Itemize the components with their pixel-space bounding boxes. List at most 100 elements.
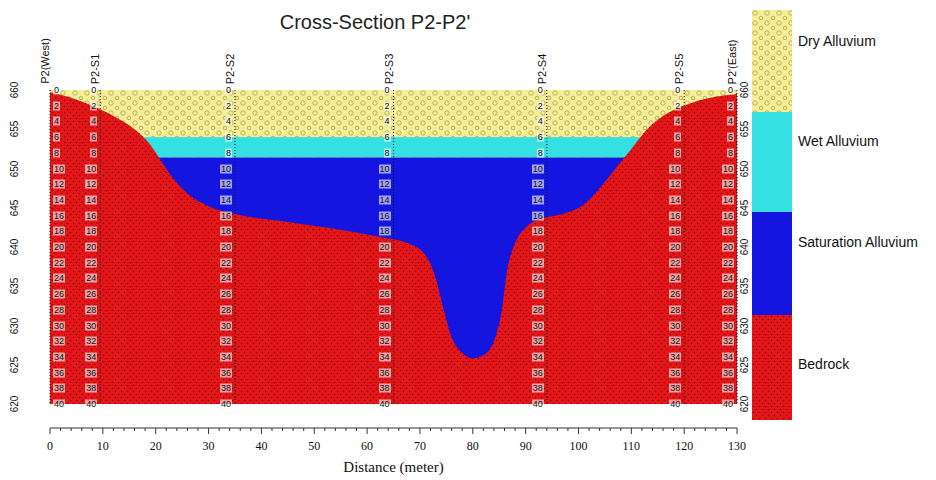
depth-number: 28 [220,305,232,314]
axis-tick [441,428,442,431]
axis-tick [409,428,410,431]
depth-number: 0 [384,86,391,95]
depth-number: 8 [53,148,60,157]
depth-number: 24 [379,274,391,283]
tick-label: 0 [47,440,53,453]
depth-number: 16 [220,211,232,220]
depth-number: 10 [669,164,681,173]
axis-tick [663,428,664,431]
depth-number: 8 [727,148,734,157]
axis-tick [50,428,51,434]
depth-number: 14 [220,195,232,204]
axis-tick [715,428,716,431]
depth-number: 32 [722,337,734,346]
depth-number: 32 [379,337,391,346]
depth-number: 26 [220,290,232,299]
axis-tick [324,428,325,431]
axis-tick [599,428,600,431]
geology-layers [50,90,737,404]
depth-number: 16 [379,211,391,220]
depth-number: 40 [379,400,391,409]
axis-tick [71,428,72,431]
depth-number: 38 [532,384,544,393]
depth-number: 4 [727,117,734,126]
tick-label: 70 [414,440,426,453]
axis-tick [652,428,653,431]
depth-number: 22 [669,258,681,267]
axis-tick [60,428,61,431]
depth-number: 12 [722,180,734,189]
sounding-label: P2-S1 [89,53,101,84]
depth-number: 16 [85,211,97,220]
axis-tick [102,428,103,434]
depth-number: 28 [722,305,734,314]
depth-number: 34 [722,352,734,361]
depth-number: 6 [727,133,734,142]
depth-number: 24 [85,274,97,283]
elevation-number: 655 [9,121,20,138]
depth-number: 10 [379,164,391,173]
axis-tick [641,428,642,431]
axis-tick [303,428,304,431]
depth-number: 40 [532,400,544,409]
depth-number: 12 [379,180,391,189]
axis-tick [261,428,262,434]
depth-number: 34 [379,352,391,361]
axis-tick [694,428,695,431]
depth-number: 0 [225,86,232,95]
axis-tick [367,428,368,434]
axis-tick [673,428,674,431]
depth-number: 16 [53,211,65,220]
depth-number: 2 [53,101,60,110]
depth-number: 36 [220,368,232,377]
depth-number: 4 [384,117,391,126]
depth-number: 26 [53,290,65,299]
dry-alluvium [50,90,737,404]
elevation-number: 650 [739,160,750,177]
depth-number: 30 [53,321,65,330]
axis-tick [589,428,590,431]
depth-number: 0 [53,86,60,95]
sounding-line [546,90,547,404]
axis-tick [282,428,283,431]
depth-number: 24 [220,274,232,283]
axis-tick [166,428,167,431]
swatch-texture-fill [752,315,792,420]
depth-number: 6 [537,133,544,142]
tick-label: 100 [570,440,588,453]
depth-number: 36 [53,368,65,377]
depth-number: 4 [537,117,544,126]
elevation-number: 645 [9,199,20,216]
depth-number: 22 [379,258,391,267]
axis-tick [567,428,568,431]
elevation-number: 625 [739,356,750,373]
legend-label: Bedrock [798,357,849,372]
depth-number: 40 [220,400,232,409]
sounding-line [50,90,51,404]
swatch-texture [752,10,792,112]
depth-number: 30 [669,321,681,330]
depth-number: 30 [532,321,544,330]
depth-number: 16 [722,211,734,220]
depth-number: 2 [384,101,391,110]
depth-number: 8 [90,148,97,157]
axis-line [50,428,737,429]
depth-number: 0 [674,86,681,95]
elevation-number: 660 [9,82,20,99]
depth-number: 14 [722,195,734,204]
depth-number: 24 [669,274,681,283]
depth-number: 20 [53,243,65,252]
axis-tick [483,428,484,431]
depth-number: 10 [85,164,97,173]
sounding-label: P2-S5 [673,53,685,84]
elevation-number: 620 [9,396,20,413]
depth-number: 28 [532,305,544,314]
depth-number: 22 [722,258,734,267]
axis-tick [155,428,156,434]
depth-number: 36 [85,368,97,377]
legend-label: Dry Alluvium [798,34,876,49]
depth-number: 10 [722,164,734,173]
depth-number: 8 [674,148,681,157]
axis-tick [134,428,135,431]
depth-number: 0 [537,86,544,95]
